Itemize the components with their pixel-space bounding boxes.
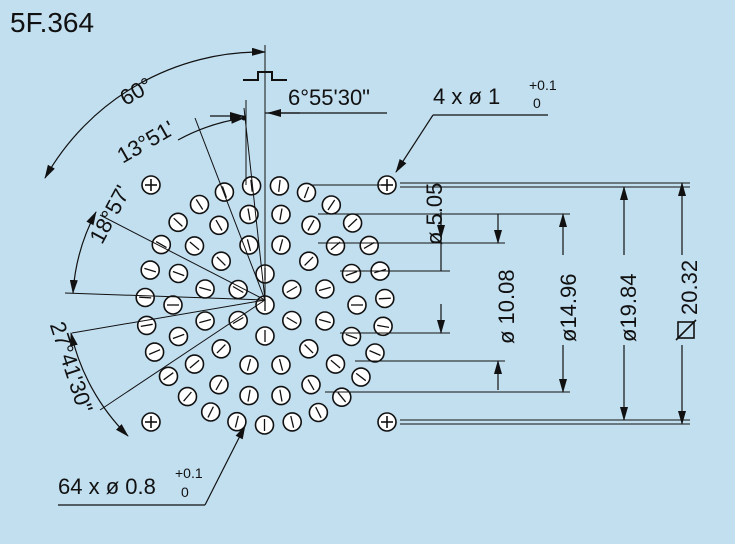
contact-hole	[209, 215, 229, 236]
contact-hole	[271, 235, 291, 255]
contact-hole	[195, 279, 215, 299]
contact-hole	[144, 342, 165, 362]
contact-hole	[168, 212, 188, 233]
contact-hole	[301, 215, 321, 236]
contact-hole	[282, 412, 303, 432]
dim-19-84-label: ø19.84	[616, 274, 641, 343]
contact-hole	[163, 295, 183, 315]
contact-hole	[298, 251, 319, 272]
mount-callout-text: 4 x ø 1	[433, 84, 500, 109]
contact-hole	[321, 195, 342, 215]
contact-hole	[374, 288, 395, 309]
contact-hole	[211, 251, 231, 272]
dim-20-32-label: 20.32	[677, 260, 702, 315]
contact-hole	[228, 310, 248, 331]
contact-hole	[184, 354, 205, 374]
contact-hole	[298, 338, 319, 359]
contact-hole	[239, 355, 259, 375]
contact-hole	[315, 311, 335, 331]
contact-hole	[342, 213, 363, 233]
angle-13-label: 13°51'	[113, 116, 179, 169]
contact-hole	[347, 295, 367, 315]
contact-hole	[296, 182, 317, 203]
dim-10-08-label: ø 10.08	[494, 269, 519, 344]
dim-14-96-label: ø14.96	[556, 274, 581, 343]
contact-hole	[177, 386, 198, 407]
contact-hole	[308, 402, 329, 423]
contact-hole	[239, 235, 259, 255]
contact-hole	[168, 326, 189, 347]
mount-callout-tol-zero: 0	[533, 95, 541, 111]
radial-reference-lines	[64, 100, 266, 411]
contact-hole	[209, 374, 229, 395]
contact-hole	[341, 326, 362, 347]
contact-hole	[281, 310, 302, 331]
square-dimension-symbol	[675, 319, 697, 341]
mount-hole-top-left	[141, 175, 161, 195]
contact-hole	[301, 374, 321, 395]
mounting-holes	[141, 175, 397, 432]
contact-hole	[331, 387, 352, 408]
contact-hole	[359, 235, 380, 256]
contact-hole	[315, 279, 335, 299]
contact-hole	[140, 260, 160, 280]
contact-hole	[195, 311, 215, 331]
contact-hole	[184, 236, 205, 256]
contact-hole	[254, 415, 275, 435]
contact-hole	[281, 279, 302, 300]
contact-hole	[373, 316, 393, 337]
contact-hole	[239, 204, 259, 225]
contact-hole	[271, 355, 291, 375]
contact-hole	[200, 402, 221, 422]
contact-hole	[271, 385, 291, 406]
extension-lines	[310, 182, 690, 425]
holes-callout-text: 64 x ø 0.8	[58, 474, 156, 499]
holes-callout-tol-zero: 0	[181, 484, 189, 500]
contact-hole	[189, 194, 210, 215]
contact-hole	[211, 338, 231, 359]
contact-hole	[168, 263, 189, 284]
contact-hole	[151, 234, 172, 255]
holes-callout: 64 x ø 0.8 +0.1 0	[58, 425, 246, 506]
contact-hole	[228, 279, 248, 300]
dimension-lines	[437, 182, 686, 425]
mount-hole-bottom-right	[377, 412, 397, 432]
mount-hole-bottom-left	[141, 412, 161, 432]
angle-18-label: 18°57'	[84, 181, 135, 247]
contact-hole	[325, 236, 346, 256]
angle-27-label: 27°41'30"	[45, 319, 98, 416]
holes-callout-tol-plus: +0.1	[175, 465, 203, 481]
contact-hole	[135, 287, 155, 308]
contact-hole	[255, 326, 275, 346]
contact-hole	[365, 343, 385, 363]
mount-callout-tol-plus: +0.1	[529, 77, 557, 93]
contact-hole	[214, 182, 235, 202]
contact-hole	[351, 367, 371, 387]
contact-hole	[341, 263, 362, 284]
contact-hole	[227, 411, 247, 432]
angle-6-leader	[210, 109, 387, 121]
dim-5-05-label: ø 5.05	[422, 183, 447, 245]
contact-hole	[325, 354, 346, 374]
angle-6-label: 6°55'30"	[288, 85, 370, 110]
contact-hole	[269, 176, 290, 196]
contact-hole	[158, 366, 179, 387]
contact-hole	[271, 204, 291, 225]
mount-hole-callout: 4 x ø 1 +0.1 0	[395, 77, 557, 173]
contact-hole	[239, 385, 259, 406]
mount-hole-top-right	[377, 175, 397, 195]
part-number: 5F.364	[10, 7, 94, 38]
